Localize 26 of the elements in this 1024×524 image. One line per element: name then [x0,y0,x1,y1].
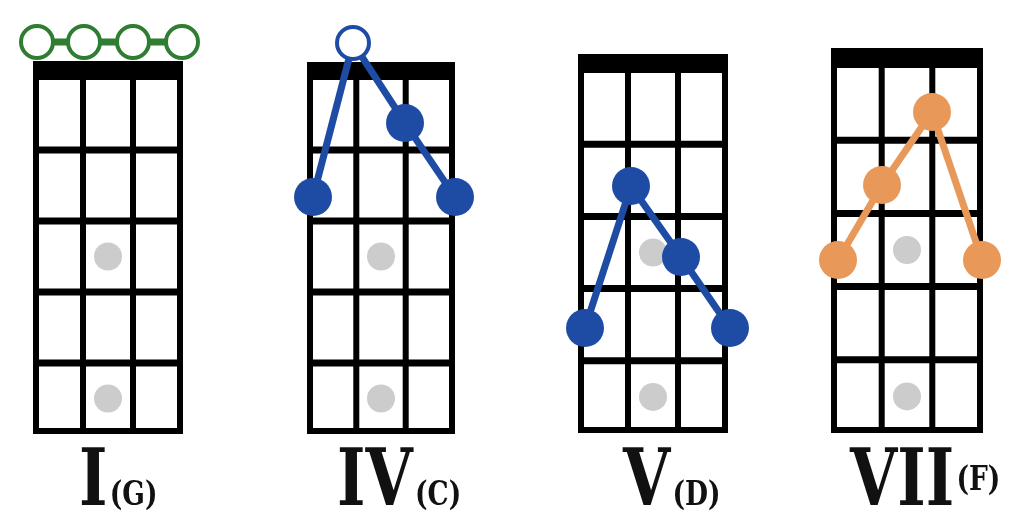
connector-line [358,54,399,111]
finger-dot [819,241,857,279]
finger-dot [711,309,749,347]
connector-line [888,124,926,173]
connector-line [313,57,353,182]
chord-numeral-label: V(D) [623,439,721,517]
finger-dot [566,309,604,347]
finger-dot [436,178,474,216]
open-string-circle [335,25,371,61]
chord-numeral-label: IV(C) [337,439,462,517]
connector-line [637,197,675,246]
open-string-circle [19,24,55,60]
connector-line [843,197,877,248]
open-string-circle [115,24,151,60]
finger-dot [963,241,1001,279]
connector-line [934,126,980,246]
finger-dot [294,178,332,216]
finger-dot [612,167,650,205]
connector-line [687,269,724,316]
chord-numeral-label: I(G) [79,439,158,517]
finger-dot [662,238,700,276]
finger-dot [913,93,951,131]
open-string-circle [164,24,200,60]
finger-dot [863,166,901,204]
open-string-circle [66,24,102,60]
finger-dot [386,104,424,142]
